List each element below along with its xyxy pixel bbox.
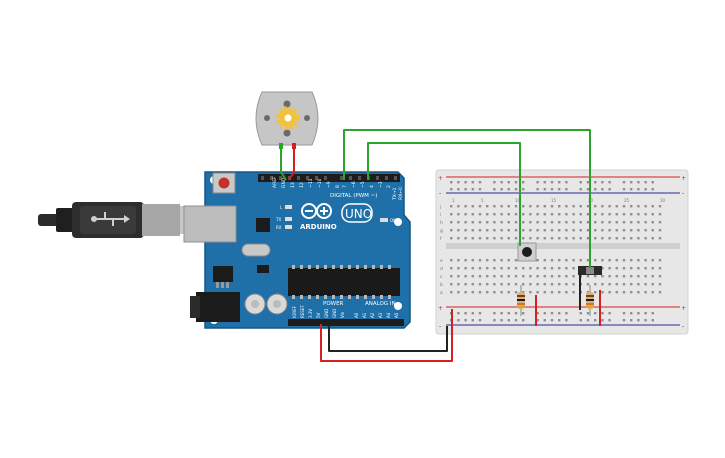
- pin-label-9: ~9: [326, 181, 332, 188]
- power-pin-gnd2: GND: [332, 309, 337, 318]
- dc-motor[interactable]: [255, 91, 319, 149]
- analog-pin-a2: A2: [370, 312, 375, 318]
- wire-5v-red[interactable]: [320, 309, 453, 362]
- analog-caption: ANALOG IN: [365, 301, 396, 307]
- digital-caption: DIGITAL (PWM ~): [330, 193, 377, 199]
- rail-minus-top: -: [439, 190, 441, 197]
- arduino-logo: [301, 203, 332, 219]
- breadboard[interactable]: + - + - + - + - j i h g f e d c b a 1 5 …: [435, 169, 689, 335]
- pin-label-1: TX→1: [392, 187, 398, 201]
- crystal: [241, 243, 271, 257]
- pushbutton[interactable]: [517, 242, 537, 262]
- column-number: 5: [481, 198, 484, 203]
- power-caption: POWER: [323, 301, 344, 307]
- row-letter: d: [440, 266, 443, 272]
- digital-header: [258, 174, 400, 182]
- led-rx-label: RX: [276, 225, 282, 230]
- power-pin-vin: Vin: [340, 311, 345, 318]
- column-number: 10: [515, 198, 521, 203]
- brand-label: ARDUINO: [300, 223, 337, 231]
- pin-label-aref: AREF: [272, 176, 278, 188]
- wire-motor-green[interactable]: [280, 148, 287, 181]
- analog-pin-a5: A5: [394, 312, 399, 318]
- column-number: 15: [551, 198, 557, 203]
- rail-minus-bottom: -: [439, 323, 441, 330]
- breadboard-holes[interactable]: [450, 181, 662, 322]
- pin-label-4: 4: [369, 185, 375, 188]
- usb-chip: [256, 218, 270, 232]
- rail-plus-bottom-right: +: [681, 305, 686, 312]
- power-pin-gnd1: GND: [324, 309, 329, 318]
- analog-pin-a1: A1: [362, 312, 367, 318]
- wire-pin4-to-button[interactable]: [367, 142, 521, 246]
- pin-label-13: 13: [290, 182, 296, 188]
- row-letter: a: [440, 291, 443, 296]
- column-number: 1: [452, 198, 455, 203]
- pin-label-11: ~11: [308, 178, 314, 188]
- power-analog-header: [288, 319, 404, 326]
- atmega-chip: [288, 268, 400, 296]
- led-on-label: ON: [390, 218, 396, 223]
- pin-label-6: ~6: [351, 181, 357, 188]
- usb-b-jack: [183, 205, 237, 243]
- row-letter: e: [440, 259, 443, 264]
- row-letter: g: [440, 229, 443, 234]
- power-pin-5v: 5V: [316, 312, 321, 318]
- power-jack: [196, 292, 240, 322]
- led-tx-label: TX: [275, 217, 281, 222]
- usb-icon: [91, 212, 130, 226]
- wire-pin7-to-switch[interactable]: [343, 129, 591, 268]
- pin-label-gnd: GND: [281, 177, 287, 188]
- row-letter: c: [440, 275, 443, 280]
- row-letter: h: [440, 220, 443, 226]
- voltage-regulator: [213, 266, 233, 282]
- resistor-1[interactable]: [517, 285, 525, 316]
- pin-label-10: ~10: [317, 178, 323, 188]
- rail-plus-top: +: [438, 175, 443, 182]
- model-label: UNO: [345, 207, 372, 221]
- arduino-uno-board[interactable]: AREF GND 13 12 ~11 ~10 ~9 8 7 ~6 ~5 4 ~3…: [183, 171, 411, 329]
- rail-plus-top-right: +: [681, 175, 686, 182]
- power-pin-ioref: IOREF: [292, 305, 297, 318]
- pin-label-3: ~3: [378, 181, 384, 188]
- motor-gear-icon: [276, 106, 300, 130]
- pin-label-8: 8: [335, 185, 341, 188]
- rail-minus-top-right: -: [682, 190, 684, 197]
- rail-minus-bottom-right: -: [682, 323, 684, 330]
- column-number: 30: [660, 198, 666, 203]
- analog-pin-a4: A4: [386, 312, 391, 318]
- analog-pin-a0: A0: [354, 312, 359, 318]
- led-rx: [285, 225, 292, 229]
- wire-motor-red[interactable]: [288, 148, 295, 181]
- led-tx: [285, 217, 292, 221]
- slide-switch[interactable]: [578, 266, 602, 275]
- resistor-2[interactable]: [586, 285, 594, 316]
- pin-label-0: RX←0: [398, 187, 404, 200]
- row-letter: j: [439, 204, 441, 210]
- led-on: [380, 218, 388, 222]
- pin-label-12: 12: [299, 182, 305, 188]
- row-letter: i: [440, 212, 441, 218]
- row-letter: b: [440, 282, 443, 288]
- pin-label-7: 7: [342, 185, 348, 188]
- rail-plus-bottom: +: [438, 305, 443, 312]
- column-number: 25: [624, 198, 630, 203]
- wire-gnd-black[interactable]: [328, 324, 448, 352]
- analog-pin-a3: A3: [378, 312, 383, 318]
- pin-label-2: 2: [386, 185, 392, 188]
- led-l: [285, 205, 292, 209]
- led-l-label: L: [280, 205, 283, 210]
- power-pin-3v3: 3.3V: [308, 309, 313, 318]
- power-pin-reset: RESET: [300, 305, 305, 318]
- pin-label-5: ~5: [360, 181, 366, 188]
- row-letter: f: [440, 236, 442, 242]
